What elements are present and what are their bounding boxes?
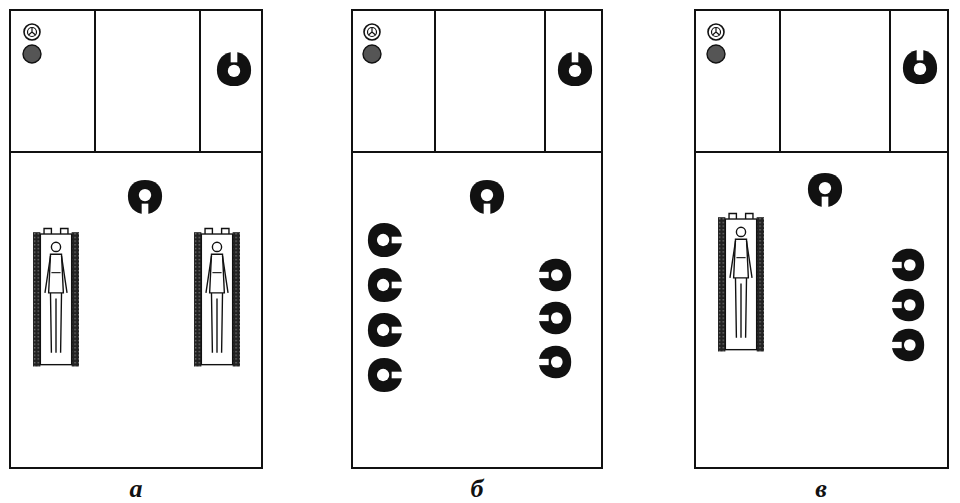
panel-letter: а bbox=[130, 476, 143, 502]
panel-c bbox=[695, 10, 948, 468]
panel-letter: б bbox=[471, 476, 484, 502]
panel-b bbox=[352, 10, 602, 468]
panel-letter: в bbox=[815, 476, 827, 502]
panel-a bbox=[10, 10, 262, 468]
